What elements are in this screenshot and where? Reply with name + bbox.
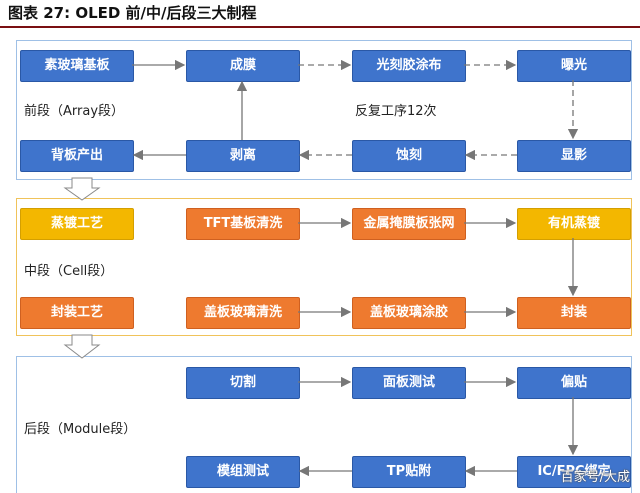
step-module-test: 模组测试 [186, 456, 300, 488]
middle-stage-panel [16, 198, 632, 336]
step-cut: 切割 [186, 367, 300, 399]
step-seal: 封装 [517, 297, 631, 329]
back-stage-panel [16, 356, 632, 493]
step-backplane: 背板产出 [20, 140, 134, 172]
step-etch: 蚀刻 [352, 140, 466, 172]
step-exposure: 曝光 [517, 50, 631, 82]
step-mask-tension: 金属掩膜板张网 [352, 208, 466, 240]
step-film: 成膜 [186, 50, 300, 82]
step-tft-clean: TFT基板清洗 [186, 208, 300, 240]
step-polarizer: 偏贴 [517, 367, 631, 399]
step-resist: 光刻胶涂布 [352, 50, 466, 82]
step-organic-evap: 有机蒸镀 [517, 208, 631, 240]
step-strip: 剥离 [186, 140, 300, 172]
watermark: 百家号/大成 [560, 470, 630, 485]
step-encap: 封装工艺 [20, 297, 134, 329]
front-stage-label: 前段（Array段） [24, 104, 125, 119]
step-ic-fpc: IC/FPC绑定 [517, 456, 631, 488]
step-cover-clean: 盖板玻璃清洗 [186, 297, 300, 329]
step-tp-attach: TP贴附 [352, 456, 466, 488]
step-panel-test: 面板测试 [352, 367, 466, 399]
step-evaporation: 蒸镀工艺 [20, 208, 134, 240]
figure-title: 图表 27: OLED 前/中/后段三大制程 [0, 0, 640, 28]
step-develop: 显影 [517, 140, 631, 172]
stage-arrow-middle-back [63, 334, 101, 359]
front-stage-panel [16, 40, 632, 180]
back-stage-label: 后段（Module段） [24, 422, 137, 437]
repeat-note: 反复工序12次 [355, 104, 437, 119]
step-cover-glue: 盖板玻璃涂胶 [352, 297, 466, 329]
stage-arrow-front-middle [63, 177, 101, 201]
middle-stage-label: 中段（Cell段） [24, 264, 114, 279]
step-substrate: 素玻璃基板 [20, 50, 134, 82]
